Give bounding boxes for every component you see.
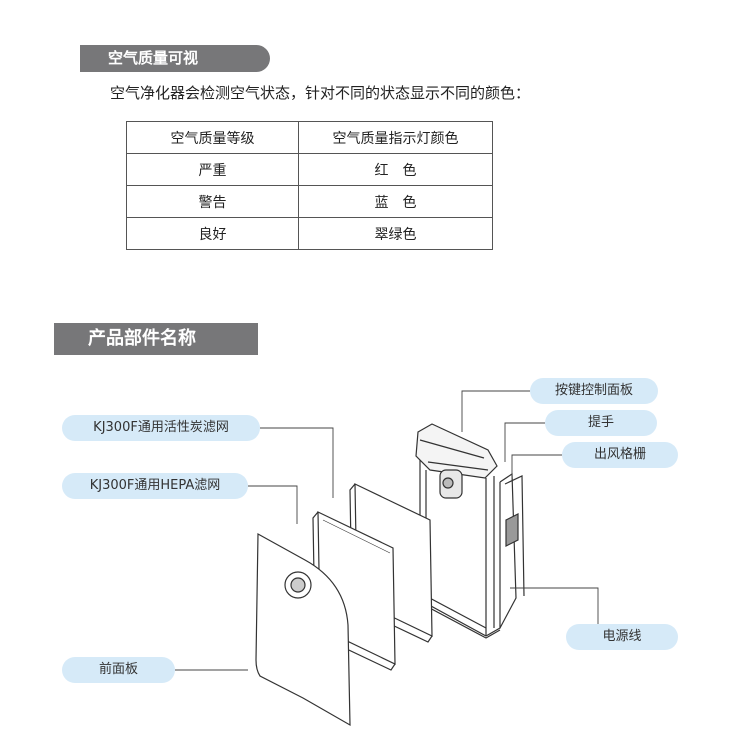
label-front-panel: 前面板 [62, 657, 175, 683]
intro-text: 空气净化器会检测空气状态，针对不同的状态显示不同的颜色： [110, 84, 531, 102]
section-header-product-parts: 产品部件名称 [54, 323, 258, 355]
leader-power-cord [510, 587, 599, 624]
table-cell: 红 色 [298, 153, 493, 186]
label-outlet-grille: 出风格栅 [562, 442, 678, 468]
leader-handle [504, 422, 545, 462]
section-header-air-quality: 空气质量可视 [80, 45, 270, 72]
table-header-row: 空气质量等级 空气质量指示灯颜色 [126, 121, 493, 154]
front-panel-drawing [255, 532, 351, 727]
section-title: 产品部件名称 [88, 328, 196, 349]
table-cell: 蓝 色 [298, 185, 493, 218]
table-cell: 翠绿色 [298, 217, 493, 250]
label-handle: 提手 [545, 410, 657, 436]
column-header: 空气质量等级 [126, 121, 299, 154]
label-hepa-filter: KJ300F通用HEPA滤网 [62, 473, 248, 499]
purifier-body-drawing [415, 423, 525, 639]
leader-hepa-filter [248, 485, 298, 524]
section-title: 空气质量可视 [108, 49, 199, 67]
table-row: 良好 翠绿色 [126, 217, 493, 250]
table-row: 严重 红 色 [126, 153, 493, 186]
table-row: 警告 蓝 色 [126, 185, 493, 218]
leader-carbon-filter [260, 427, 334, 498]
label-carbon-filter: KJ300F通用活性炭滤网 [62, 415, 260, 441]
label-power-cord: 电源线 [566, 624, 678, 650]
leader-control-panel [461, 390, 530, 432]
leader-outlet-grille [511, 454, 562, 478]
table-cell: 警告 [126, 185, 299, 218]
table-cell: 良好 [126, 217, 299, 250]
label-control-panel: 按键控制面板 [530, 378, 658, 404]
table-cell: 严重 [126, 153, 299, 186]
column-header: 空气质量指示灯颜色 [298, 121, 493, 154]
air-quality-table: 空气质量等级 空气质量指示灯颜色 严重 红 色 警告 蓝 色 良好 翠绿色 [126, 121, 493, 250]
